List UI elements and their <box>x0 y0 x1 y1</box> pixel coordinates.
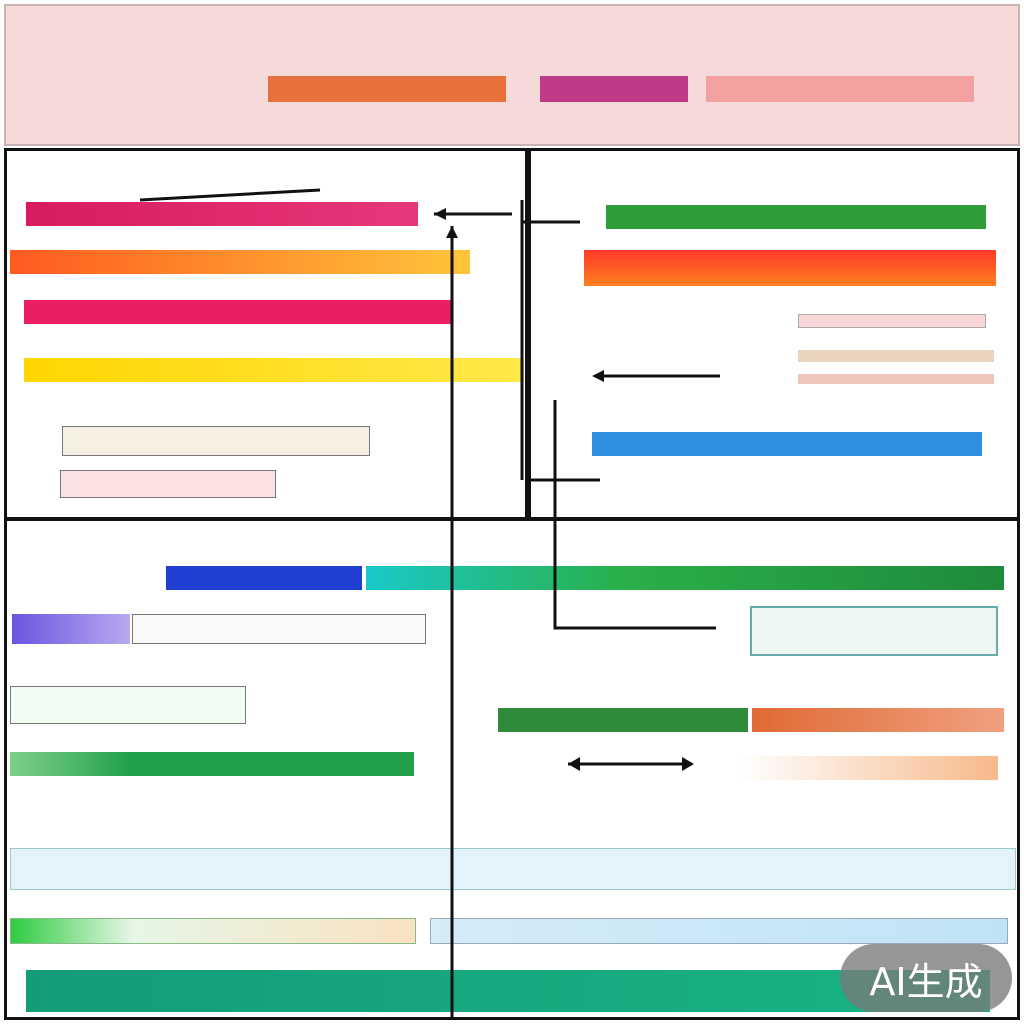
lower-info-band <box>10 848 1016 890</box>
lower-bar-2 <box>366 566 1004 590</box>
upper-right-stripe-1 <box>798 314 986 328</box>
header-chip-1 <box>268 76 506 102</box>
lower-bar-5 <box>752 708 1004 732</box>
upper-right-stripe-3 <box>798 374 994 384</box>
lower-bar-10 <box>26 970 990 1012</box>
arrowhead-double-left <box>568 757 580 771</box>
header-chip-3 <box>706 76 974 102</box>
arrowhead-left <box>434 208 446 220</box>
lower-table-strip <box>132 614 426 644</box>
upper-left-note-2 <box>60 470 276 498</box>
upper-left-bar-2 <box>10 250 470 274</box>
ai-generated-badge: AI生成 <box>840 944 1012 1012</box>
lower-bar-4 <box>498 708 748 732</box>
lower-bar-8 <box>10 918 416 944</box>
lower-bar-3 <box>12 614 130 644</box>
lower-bar-7 <box>740 756 998 780</box>
connector-lower-right <box>553 400 716 630</box>
lower-right-card <box>750 606 998 656</box>
lower-bar-9 <box>430 918 1008 944</box>
upper-left-bar-1 <box>26 202 418 226</box>
header-banner <box>4 4 1020 146</box>
arrowhead-up <box>446 226 458 238</box>
upper-left-bar-3 <box>24 300 452 324</box>
arrowhead-mid <box>592 370 604 382</box>
lower-bar-1 <box>166 566 362 590</box>
upper-right-stripe-2 <box>798 350 994 362</box>
upper-right-bar-2 <box>584 250 996 286</box>
upper-left-note-1 <box>62 426 370 456</box>
upper-left-bar-4 <box>24 358 524 382</box>
lower-left-note <box>10 686 246 724</box>
lower-bar-6 <box>10 752 414 776</box>
header-chip-2 <box>540 76 688 102</box>
upper-right-bar-1 <box>606 205 986 229</box>
upper-right-bar-3 <box>592 432 982 456</box>
arrowhead-double-right <box>682 757 694 771</box>
connector-top-left <box>139 188 321 202</box>
